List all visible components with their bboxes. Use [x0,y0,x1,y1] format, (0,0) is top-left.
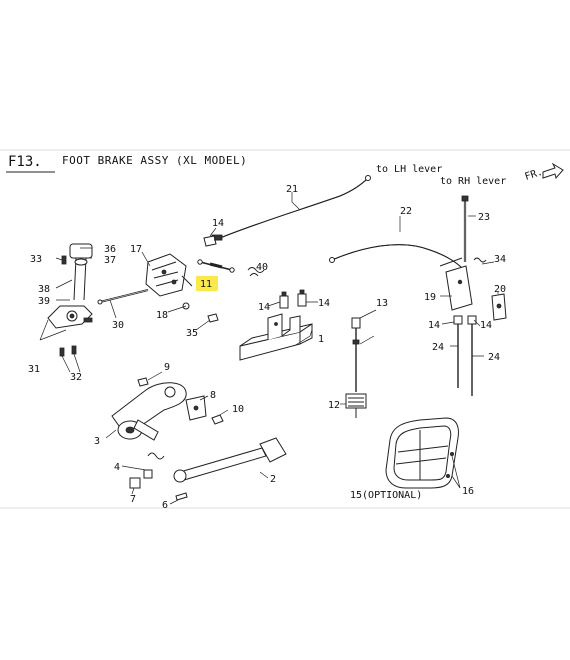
spring-12 [345,393,367,418]
caliper-20 [491,293,507,321]
part-label-14-top: 14 [212,218,224,229]
clip-10 [211,414,224,425]
bracket-17 [145,253,193,297]
bolt-7 [129,477,141,489]
pin-6 [175,492,188,501]
front-direction-label: FR. [524,167,545,183]
part-label-18: 18 [156,310,168,321]
part-label-14-mid: 14 [318,298,330,309]
part-label-34: 34 [494,254,506,265]
part-label-14-right-b: 14 [480,320,492,331]
bracket-19 [439,257,473,311]
plate-15-optional [385,417,459,489]
figure-code: F13. [8,154,42,170]
part-label-14-left: 14 [258,302,270,313]
part-label-19: 19 [424,292,436,303]
bolt-35 [207,313,219,323]
rod-23 [461,195,469,262]
switch-8 [185,395,207,421]
plate-1 [239,313,313,361]
part-label-6: 6 [162,500,168,511]
part-label-7: 7 [130,494,136,505]
spring-4 [147,452,165,460]
part-label-36: 36 [104,244,116,255]
part-label-2: 2 [270,474,276,485]
part-label-21: 21 [286,184,298,195]
part-label-9: 9 [164,362,170,373]
spring-40 [247,267,265,277]
bolt-5 [143,469,153,479]
part-label-30: 30 [112,320,124,331]
part-label-40: 40 [256,262,268,273]
part-label-39: 39 [38,296,50,307]
part-label-14-right-a: 14 [428,320,440,331]
screws-16 [445,451,454,478]
part-label-23: 23 [478,212,490,223]
part-label-3: 3 [94,436,100,447]
bolts-32 [59,345,77,357]
part-label-20: 20 [494,284,506,295]
part-label-24-right: 24 [488,352,500,363]
part-label-10: 10 [232,404,244,415]
part-label-35: 35 [186,328,198,339]
part-label-11: 11 [200,279,212,290]
fitting-34 [473,257,487,263]
cable-22 [329,244,463,269]
part-label-15: 15(OPTIONAL) [350,490,422,501]
part-label-13: 13 [376,298,388,309]
pedal-2 [173,437,287,483]
master-cylinder-36-39 [47,243,93,329]
line-13 [351,317,361,392]
front-arrow-icon [542,162,564,180]
part-label-32: 32 [70,372,82,383]
part-label-38: 38 [38,284,50,295]
cable-21 [211,175,371,241]
hoses-24 [453,315,477,396]
part-label-24-left: 24 [432,342,444,353]
fittings-14-mid [279,289,307,309]
highlight-11 [196,276,218,291]
part-label-33: 33 [30,254,42,265]
part-label-16: 16 [462,486,474,497]
leader-lines [39,192,499,505]
part-label-22: 22 [400,206,412,217]
part-label-37: 37 [104,255,116,266]
part-label-12: 12 [328,400,340,411]
to-lh-lever-label: to LH lever [376,164,442,175]
diagram-title: FOOT BRAKE ASSY (XL MODEL) [62,154,247,167]
pedal-arm-3 [111,382,187,441]
bolt-9 [137,377,149,387]
part-label-8: 8 [210,390,216,401]
rod-30 [97,289,149,305]
part-label-17: 17 [130,244,142,255]
clip-14-top [203,235,222,247]
part-labels: 21 22 23 14 17 11 40 36 37 33 38 39 30 1… [28,184,506,511]
turnbuckle-11 [197,259,235,273]
to-rh-lever-label: to RH lever [440,176,506,187]
part-label-1: 1 [318,334,324,345]
part-label-4: 4 [114,462,120,473]
part-label-31: 31 [28,364,40,375]
